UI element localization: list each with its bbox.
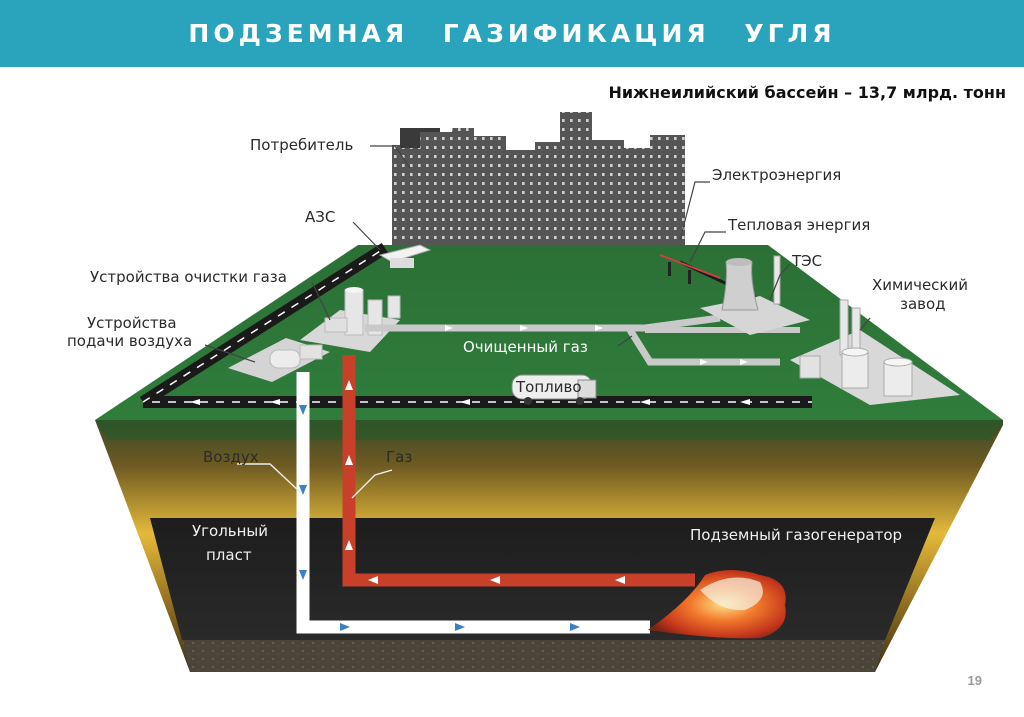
gasifier-flame [648,570,786,639]
label-air: Воздух [203,448,259,466]
cleaned-gas-pipeline [365,314,800,366]
air-supply-units [228,338,330,382]
label-fuel: Топливо [515,378,582,396]
label-chem-line2: завод [900,295,946,313]
label-air-supply-line1: Устройства [87,314,177,332]
label-coal-line1: Угольный [192,522,268,540]
air-pipe [296,372,650,634]
road-arrows [190,399,750,405]
city-buildings [392,112,685,245]
label-chem-line1: Химический [872,276,968,294]
label-consumer: Потребитель [250,136,353,154]
label-electricity: Электроэнергия [712,166,841,184]
label-azs: АЗС [305,208,335,226]
label-gas: Газ [386,448,412,466]
page-title: ПОДЗЕМНАЯ ГАЗИФИКАЦИЯ УГЛЯ [188,19,836,48]
label-cleaned-gas: Очищенный газ [463,338,588,356]
gas-cleaning-units [300,287,401,352]
label-heat-energy: Тепловая энергия [727,216,870,234]
page-number: 19 [967,673,982,688]
header-bar: ПОДЗЕМНАЯ ГАЗИФИКАЦИЯ УГЛЯ [0,0,1024,67]
label-coal-line2: пласт [206,546,252,564]
label-gasifier: Подземный газогенератор [690,526,902,544]
fuel-truck [511,374,597,405]
label-air-supply-line2: подачи воздуха [67,332,192,350]
chemical-plant [790,299,960,405]
thermal-power-plant [700,255,810,335]
label-tes: ТЭС [791,252,822,270]
power-lines [659,254,721,284]
gas-station [378,244,432,268]
label-gas-cleaning: Устройства очистки газа [90,268,287,286]
gas-pipe [342,355,695,587]
subtitle: Нижнеилийский бассейн – 13,7 млрд. тонн [608,83,1006,102]
